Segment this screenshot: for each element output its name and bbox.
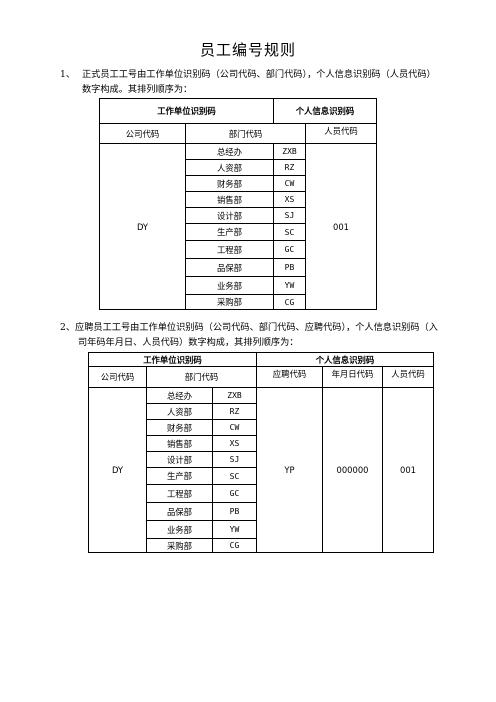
section2-line1: 2、应聘员工工号由工作单位识别码（公司代码、部门代码、应聘代码），个人信息识别码… [60,322,438,333]
department-code-cell: CW [212,419,257,436]
person-code-cell: 001 [305,143,377,310]
department-code-cell: ZXB [212,387,257,404]
col-department-code: 部门代码 [146,366,257,388]
department-name-cell: 生产部 [146,467,213,485]
department-code-cell: GC [273,240,306,259]
department-name-cell: 总经办 [185,143,274,160]
section2-line2: 司年码年月日、人员代码）数字构成，其排列顺序为： [78,337,299,348]
department-code-cell: PB [273,258,306,277]
department-code-cell: CW [273,175,306,192]
department-name-cell: 设计部 [146,451,213,468]
department-code-cell: GC [212,484,257,503]
department-name-cell: 设计部 [185,207,274,224]
department-name-cell: 总经办 [146,387,213,404]
department-name-cell: 采购部 [185,294,274,310]
department-name-cell: 品保部 [185,258,274,277]
col-applicant-code: 应聘代码 [256,366,323,388]
department-name-cell: 财务部 [146,419,213,436]
department-name-cell: 销售部 [185,191,274,208]
department-code-cell: RZ [273,159,306,176]
col-company-code: 公司代码 [99,123,186,144]
department-code-cell: SJ [273,207,306,224]
department-code-cell: SC [273,223,306,241]
department-code-cell: YW [212,520,257,539]
department-code-cell: SJ [212,451,257,468]
department-code-cell: XS [212,435,257,452]
col-department-code: 部门代码 [185,123,306,144]
department-name-cell: 业务部 [146,520,213,539]
department-name-cell: 生产部 [185,223,274,241]
department-name-cell: 人资部 [146,403,213,420]
section1-line1: 正式员工工号由工作单位识别码（公司代码、部门代码），个人信息识别码（人员代码） [82,69,436,80]
applicant-code-cell: YP [256,387,323,553]
table-applicant-employee: 工作单位识别码 个人信息识别码 公司代码 部门代码 应聘代码 年月日代码 人员代… [88,352,434,553]
department-code-cell: CG [212,538,257,553]
col-company-code: 公司代码 [88,366,147,388]
header-work-unit-code: 工作单位识别码 [99,98,274,124]
department-code-cell: RZ [212,403,257,420]
department-name-cell: 业务部 [185,276,274,295]
company-code-cell: DY [88,387,147,553]
header-personal-info-code: 个人信息识别码 [273,98,377,124]
department-name-cell: 人资部 [185,159,274,176]
person-code-cell: 001 [382,387,434,553]
department-name-cell: 工程部 [185,240,274,259]
department-code-cell: YW [273,276,306,295]
header-work-unit-code: 工作单位识别码 [88,352,257,367]
department-code-cell: SC [212,467,257,485]
section1-line2: 数字构成。其排列顺序为： [82,84,193,95]
col-person-code: 人员代码 [382,366,434,388]
department-name-cell: 销售部 [146,435,213,452]
department-name-cell: 采购部 [146,538,213,553]
department-name-cell: 财务部 [185,175,274,192]
department-name-cell: 品保部 [146,502,213,521]
header-personal-info-code: 个人信息识别码 [256,352,434,367]
department-code-cell: CG [273,294,306,310]
col-person-code: 人员代码 [305,123,377,144]
section1-number: 1、 [60,69,76,80]
col-date-code: 年月日代码 [322,366,383,388]
page-title: 员工编号规则 [199,41,296,59]
department-code-cell: XS [273,191,306,208]
date-code-cell: 000000 [322,387,383,553]
department-name-cell: 工程部 [146,484,213,503]
company-code-cell: DY [99,143,186,310]
department-code-cell: PB [212,502,257,521]
department-code-cell: ZXB [273,143,306,160]
